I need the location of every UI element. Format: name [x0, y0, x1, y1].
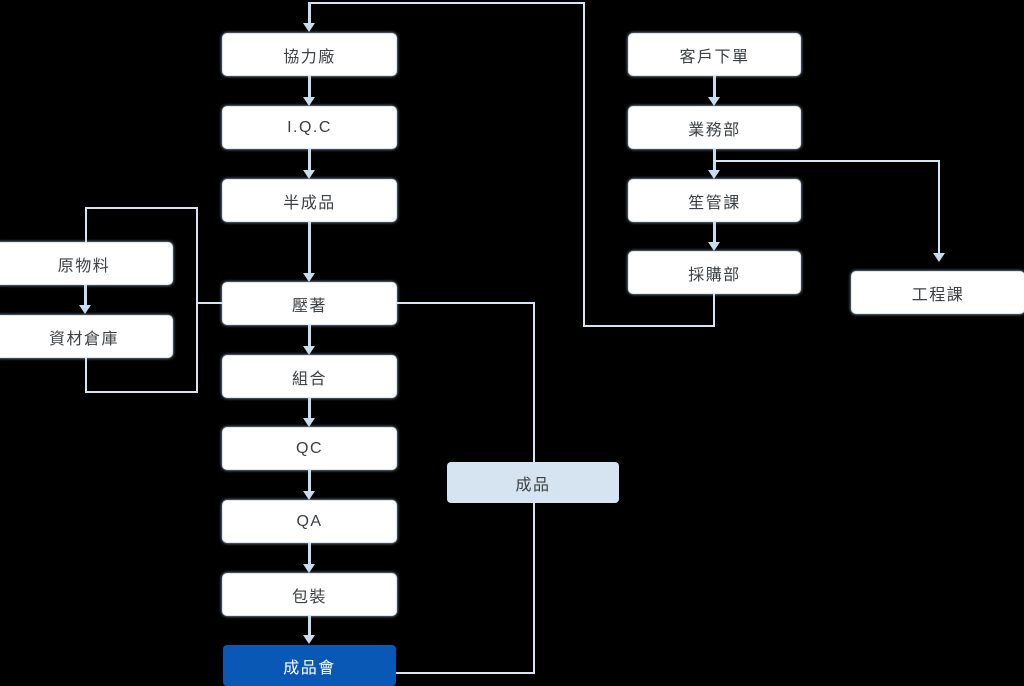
node-iqc[interactable]: I.Q.C	[223, 107, 396, 148]
node-qc[interactable]: QC	[223, 428, 396, 469]
node-label-customer-order: 客戶下單	[679, 48, 750, 66]
node-customer-order[interactable]: 客戶下單	[629, 34, 800, 75]
node-label-packaging: 包裝	[291, 588, 327, 606]
edge-sales-engdept-run	[714, 160, 940, 162]
edge-customerorder-sales-arrowhead	[708, 97, 720, 106]
node-label-finished-goods: 成品	[515, 476, 551, 494]
node-label-planning-section: 笙管課	[688, 194, 741, 212]
node-assembly[interactable]: 組合	[223, 356, 396, 397]
node-purchasing-department[interactable]: 採購部	[629, 252, 800, 293]
edge-purchase-supplier-bottom	[583, 325, 715, 327]
edge-qc-qa-arrowhead	[303, 491, 315, 500]
node-label-supplier: 協力廠	[283, 48, 336, 66]
edge-sales-engdept-arrowhead	[933, 253, 945, 262]
edge-packaging-fgmeeting-shaft	[308, 615, 311, 636]
edge-crimp-to-fg-run	[396, 302, 535, 304]
edge-supplier-iqc-arrowhead	[303, 97, 315, 106]
edge-iqc-semi-arrowhead	[303, 170, 315, 179]
node-label-qa: QA	[296, 512, 323, 530]
node-qa[interactable]: QA	[223, 501, 396, 542]
node-packaging[interactable]: 包裝	[223, 574, 396, 615]
edge-planning-purchase-arrowhead	[708, 242, 720, 251]
edge-crimp-assemble-shaft	[308, 324, 311, 347]
node-label-qc: QC	[296, 439, 323, 457]
node-label-purchasing-department: 採購部	[688, 266, 741, 284]
node-raw-material[interactable]: 原物料	[0, 243, 172, 284]
edge-rawmaterial-warehouse-shaft	[84, 284, 87, 306]
edge-left-loop-top-riser	[85, 207, 87, 245]
edge-purchase-supplier-shaft	[308, 2, 311, 24]
edge-left-loop-to-crimp	[196, 302, 224, 304]
edge-purchase-supplier-riser	[583, 2, 585, 327]
edge-left-loop-bottom-run	[85, 391, 198, 393]
node-engineering-section[interactable]: 工程課	[852, 272, 1024, 313]
node-label-finished-goods-meeting: 成品會	[283, 659, 336, 677]
node-label-raw-material: 原物料	[57, 257, 111, 275]
node-label-engineering-section: 工程課	[911, 286, 965, 304]
node-label-assembly: 組合	[291, 370, 327, 388]
edge-assemble-qc-arrowhead	[303, 418, 315, 427]
edge-planning-purchase-shaft	[713, 221, 716, 243]
edge-sales-planning-shaft	[713, 148, 716, 171]
edge-packaging-fgmeeting-arrowhead	[303, 635, 315, 644]
edge-fg-to-fgmeeting-run	[396, 672, 535, 674]
node-sales-department[interactable]: 業務部	[629, 107, 800, 148]
edge-iqc-semi-shaft	[308, 148, 311, 171]
edge-sales-engdept-riser	[938, 160, 940, 253]
node-supplier[interactable]: 協力廠	[223, 34, 396, 75]
node-material-warehouse[interactable]: 資材倉庫	[0, 316, 172, 357]
edge-purchase-supplier-arrowhead	[303, 23, 315, 32]
edge-purchase-supplier-top	[308, 2, 585, 4]
edge-assemble-qc-shaft	[308, 397, 311, 419]
edge-qc-qa-shaft	[308, 469, 311, 492]
edge-rawmaterial-warehouse-arrowhead	[79, 305, 91, 314]
edge-semi-crimp-shaft	[308, 221, 311, 274]
node-label-sales-department: 業務部	[688, 121, 741, 139]
edge-left-loop-top-run	[85, 207, 198, 209]
node-label-iqc: I.Q.C	[287, 118, 332, 136]
node-label-material-warehouse: 資材倉庫	[48, 330, 119, 348]
edge-qa-packaging-arrowhead	[303, 564, 315, 573]
node-finished-goods[interactable]: 成品	[447, 462, 619, 503]
edge-purchase-supplier-drop	[713, 293, 715, 327]
edge-crimp-assemble-arrowhead	[303, 346, 315, 355]
edge-left-loop-bottom-riser	[85, 357, 87, 393]
edge-semi-crimp-arrowhead	[303, 273, 315, 282]
node-crimping[interactable]: 壓著	[223, 283, 396, 324]
edge-left-loop-spine	[196, 207, 198, 393]
edge-supplier-iqc-shaft	[308, 75, 311, 98]
edge-customerorder-sales-shaft	[713, 75, 716, 98]
edge-sales-planning-arrowhead	[708, 170, 720, 179]
node-planning-section[interactable]: 笙管課	[629, 180, 800, 221]
node-finished-goods-meeting[interactable]: 成品會	[223, 645, 396, 686]
node-label-crimping: 壓著	[291, 297, 327, 315]
node-label-semi-finished: 半成品	[283, 194, 336, 212]
edge-qa-packaging-shaft	[308, 542, 311, 565]
node-semi-finished[interactable]: 半成品	[223, 180, 396, 221]
